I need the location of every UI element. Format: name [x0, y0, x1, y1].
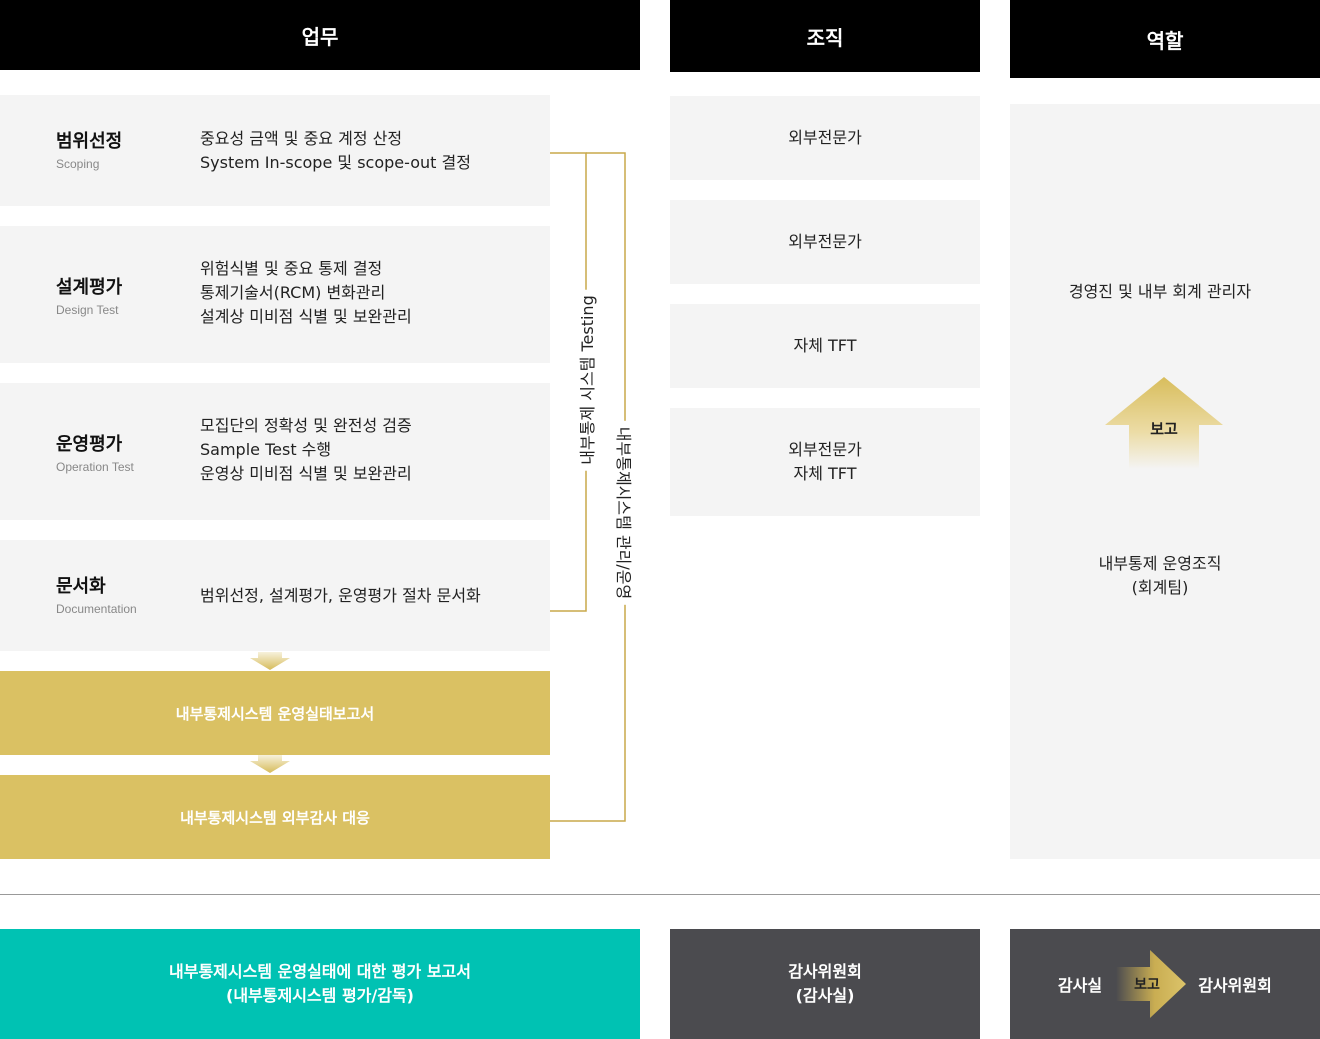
task-line: 모집단의 정확성 및 완전성 검증: [200, 416, 412, 435]
task-title: 설계평가: [56, 277, 123, 298]
external-audit-box: 내부통제시스템 외부감사 대응: [0, 775, 550, 859]
task-subtitle: Operation Test: [56, 460, 134, 474]
task-description: 모집단의 정확성 및 완전성 검증 Sample Test 수행 운영상 미비점…: [200, 414, 412, 486]
evaluation-report-line: 내부통제시스템 운영실태에 대한 평가 보고서: [169, 962, 471, 981]
header-org: 조직: [670, 0, 980, 72]
management-vertical-label: 내부통제시스템 관리/운영: [613, 420, 637, 606]
task-line: 범위선정, 설계평가, 운영평가 절차 문서화: [200, 586, 481, 605]
org-box: 자체 TFT: [670, 304, 980, 388]
audit-committee-line: (감사실): [795, 986, 855, 1005]
org-label: 외부전문가: [788, 128, 862, 147]
org-box: 외부전문가: [670, 200, 980, 284]
task-description: 중요성 금액 및 중요 계정 산정 System In-scope 및 scop…: [200, 127, 471, 175]
task-line: 위험식별 및 중요 통제 결정: [200, 259, 383, 278]
task-documentation: 문서화 Documentation 범위선정, 설계평가, 운영평가 절차 문서…: [0, 540, 550, 651]
role-top: 경영진 및 내부 회계 관리자: [1068, 282, 1252, 301]
down-arrow-icon: [250, 755, 290, 773]
task-line: 중요성 금액 및 중요 계정 산정: [200, 129, 403, 148]
evaluation-report-line: (내부통제시스템 평가/감독): [226, 986, 414, 1005]
role-bottom-line: (회계팀): [1131, 578, 1189, 597]
task-title: 문서화: [56, 576, 106, 597]
org-box: 외부전문가: [670, 96, 980, 180]
task-subtitle: Design Test: [56, 303, 119, 317]
org-box: 외부전문가 자체 TFT: [670, 408, 980, 516]
role-bottom-line: 내부통제 운영조직: [1098, 554, 1222, 573]
header-work: 업무: [0, 0, 640, 70]
down-arrow-icon: [250, 652, 290, 670]
task-description: 범위선정, 설계평가, 운영평가 절차 문서화: [200, 584, 481, 608]
report-box: 내부통제시스템 운영실태보고서: [0, 671, 550, 755]
org-label: 자체 TFT: [793, 464, 857, 483]
task-description: 위험식별 및 중요 통제 결정 통제기술서(RCM) 변화관리 설계상 미비점 …: [200, 257, 412, 329]
task-operation: 운영평가 Operation Test 모집단의 정확성 및 완전성 검증 Sa…: [0, 383, 550, 520]
task-scoping: 범위선정 Scoping 중요성 금액 및 중요 계정 산정 System In…: [0, 95, 550, 206]
header-role: 역할: [1010, 0, 1320, 78]
role-report-label: 보고: [1150, 420, 1178, 438]
task-subtitle: Documentation: [56, 602, 137, 616]
testing-vertical-label: 내부통제 시스템 Testing: [574, 289, 598, 471]
task-line: 통제기술서(RCM) 변화관리: [200, 283, 386, 302]
task-line: Sample Test 수행: [200, 440, 332, 459]
flow-report-label: 보고: [1134, 977, 1160, 993]
org-label: 외부전문가: [788, 440, 862, 459]
evaluation-report-box: 내부통제시스템 운영실태에 대한 평가 보고서 (내부통제시스템 평가/감독): [0, 929, 640, 1039]
right-arrow-icon: [1116, 950, 1186, 1018]
role-bottom: 내부통제 운영조직 (회계팀): [1010, 552, 1310, 600]
flow-to-label: 감사위원회: [1198, 976, 1272, 995]
audit-committee-box: 감사위원회 (감사실): [670, 929, 980, 1039]
divider: [0, 894, 1320, 895]
flow-from-label: 감사실: [1057, 976, 1103, 995]
up-arrow-icon: [1105, 377, 1223, 469]
task-line: 설계상 미비점 식별 및 보완관리: [200, 307, 412, 326]
task-title: 운영평가: [56, 434, 123, 455]
task-line: 운영상 미비점 식별 및 보완관리: [200, 464, 412, 483]
org-label: 외부전문가: [788, 232, 862, 251]
org-label: 자체 TFT: [793, 336, 857, 355]
task-line: System In-scope 및 scope-out 결정: [200, 153, 471, 172]
role-panel: [1010, 104, 1320, 859]
task-design: 설계평가 Design Test 위험식별 및 중요 통제 결정 통제기술서(R…: [0, 226, 550, 363]
task-title: 범위선정: [56, 131, 123, 152]
audit-committee-line: 감사위원회: [788, 962, 862, 981]
task-subtitle: Scoping: [56, 157, 100, 171]
